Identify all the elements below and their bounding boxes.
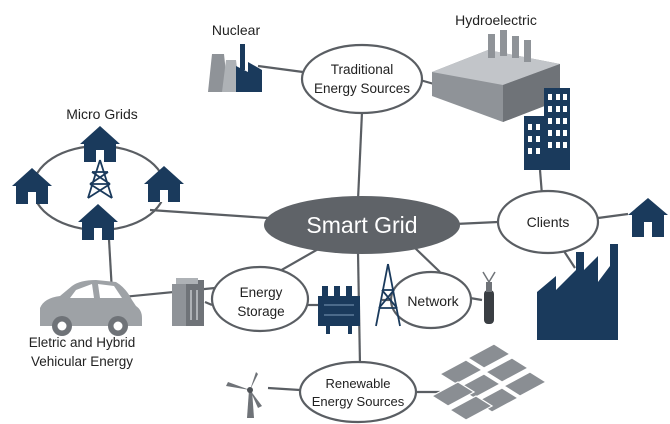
solar-panel-icon <box>430 343 548 421</box>
traditional-label-line2: Energy Sources <box>314 81 410 96</box>
node-clients[interactable] <box>496 189 600 255</box>
link-storage-battery <box>204 300 213 307</box>
nuclear-label: Nuclear <box>212 22 261 38</box>
renewable-label-line2: Energy Sources <box>312 394 405 409</box>
renewable-label-line1: Renewable <box>325 376 390 391</box>
node-traditional[interactable] <box>300 43 424 115</box>
vehicle-label-line2: Vehicular Energy <box>31 354 133 369</box>
vehicle-label-line1: Eletric and Hybrid <box>29 335 136 350</box>
wind-turbine-icon <box>226 372 262 418</box>
link-renewable-wind <box>267 386 301 392</box>
micro-grids-label: Micro Grids <box>66 106 138 122</box>
house-icon <box>628 198 668 237</box>
battery-icon <box>172 278 204 326</box>
nuclear-plant-icon <box>208 44 262 92</box>
clients-label: Clients <box>527 214 570 230</box>
node-storage[interactable] <box>210 265 310 333</box>
node-renewable[interactable] <box>298 360 418 424</box>
hub-label: Smart Grid <box>306 212 417 238</box>
tower-icon <box>87 159 113 199</box>
house-icon <box>80 126 120 162</box>
factory-icon <box>537 244 618 340</box>
traditional-label-line1: Traditional <box>331 62 394 77</box>
switchgear-icon <box>318 286 360 334</box>
hub-smart-grid[interactable] <box>264 196 460 254</box>
network-label: Network <box>407 293 459 309</box>
hydro-label: Hydroelectric <box>455 12 537 28</box>
storage-label-line1: Energy <box>240 285 283 300</box>
link-hub-clients <box>454 220 499 226</box>
house-icon <box>144 166 184 202</box>
car-icon <box>40 280 142 336</box>
building-icon <box>524 88 570 170</box>
house-icon <box>78 204 118 240</box>
cell-antenna-icon <box>482 271 496 324</box>
antenna-icon <box>375 263 401 327</box>
hydroelectric-plant-icon <box>432 30 560 122</box>
link-hub-micro <box>149 208 269 220</box>
link-traditional-nuclear <box>257 64 304 74</box>
house-icon <box>12 168 52 204</box>
link-clients-house <box>597 212 629 220</box>
storage-label-line2: Storage <box>237 304 284 319</box>
link-hub-traditional <box>356 111 364 201</box>
link-hub-network <box>414 247 441 273</box>
